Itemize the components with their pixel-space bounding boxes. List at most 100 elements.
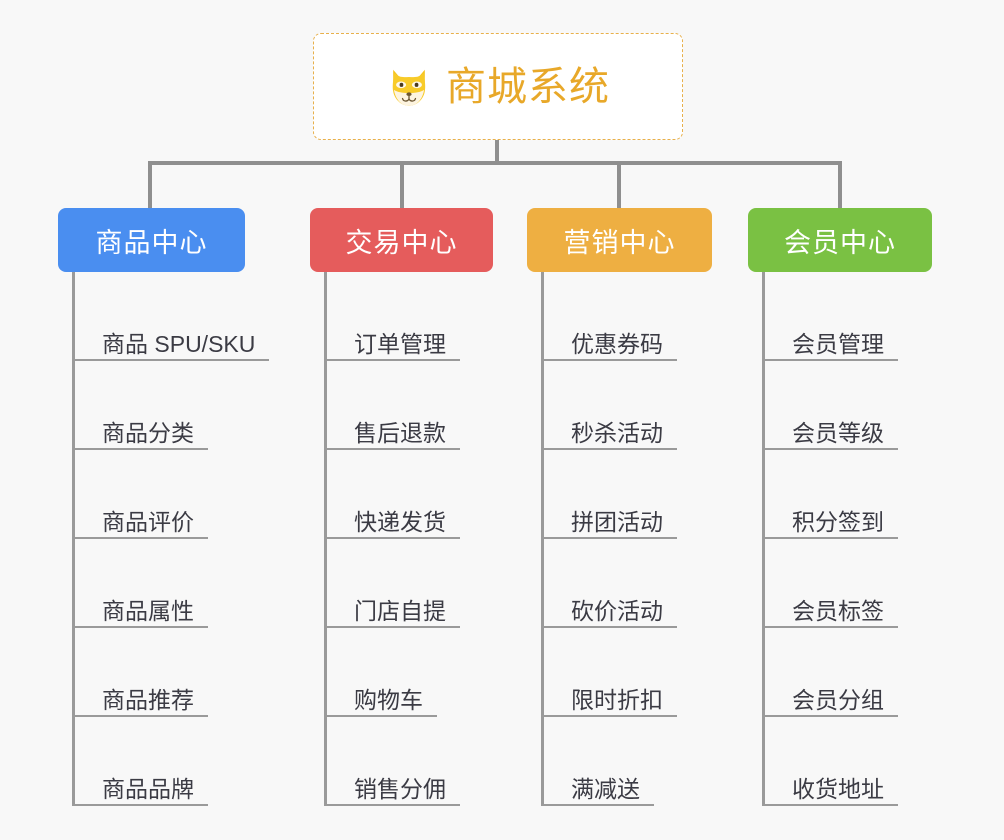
leaf-item[interactable]: 商品评价: [58, 450, 245, 539]
connector-stem: [495, 140, 499, 165]
leaf-item-label: 购物车: [354, 687, 423, 713]
leaf-item[interactable]: 销售分佣: [310, 717, 493, 806]
leaf-underline: [324, 626, 460, 628]
category-column: 商品中心商品 SPU/SKU 商品分类商品评价商品属性商品推荐商品品牌: [58, 208, 269, 806]
leaf-item[interactable]: 门店自提: [310, 539, 493, 628]
root-title: 商城系统: [446, 64, 610, 109]
connector-drop-3: [617, 161, 621, 208]
connector-drop-1: [148, 161, 152, 208]
leaf-underline: [72, 626, 208, 628]
leaf-item-label: 快递发货: [354, 509, 446, 535]
leaf-item[interactable]: 会员管理: [748, 272, 932, 361]
leaf-item[interactable]: 拼团活动: [527, 450, 712, 539]
leaf-underline: [72, 537, 208, 539]
leaf-list: 商品 SPU/SKU 商品分类商品评价商品属性商品推荐商品品牌: [58, 272, 269, 806]
category-header-label: 交易中心: [345, 227, 458, 258]
leaf-item[interactable]: 商品品牌: [58, 717, 245, 806]
leaf-item-label: 商品分类: [102, 420, 194, 446]
leaf-item[interactable]: 会员分组: [748, 628, 932, 717]
leaf-item-label: 订单管理: [354, 331, 446, 357]
leaf-item-label: 满减送: [571, 776, 640, 802]
leaf-underline: [762, 626, 898, 628]
leaf-item-label: 砍价活动: [571, 598, 663, 624]
leaf-item-label: 商品评价: [102, 509, 194, 535]
leaf-item-label: 优惠券码: [571, 331, 663, 357]
leaf-item[interactable]: 购物车: [310, 628, 493, 717]
leaf-underline: [72, 359, 269, 361]
leaf-item[interactable]: 收货地址: [748, 717, 932, 806]
shiba-dog-icon: [392, 69, 426, 106]
leaf-rail: [324, 272, 327, 806]
leaf-item[interactable]: 商品 SPU/SKU: [58, 272, 269, 361]
leaf-item-label: 积分签到: [792, 509, 884, 535]
connector-drop-2: [400, 161, 404, 208]
leaf-item-label: 会员分组: [792, 687, 884, 713]
leaf-item[interactable]: 商品分类: [58, 361, 245, 450]
leaf-item-label: 商品品牌: [102, 776, 194, 802]
leaf-list: 订单管理售后退款快递发货门店自提购物车销售分佣: [310, 272, 493, 806]
leaf-underline: [324, 715, 437, 717]
leaf-underline: [324, 448, 460, 450]
leaf-list: 会员管理会员等级积分签到会员标签会员分组收货地址: [748, 272, 932, 806]
leaf-underline: [541, 448, 677, 450]
category-header-3[interactable]: 营销中心: [527, 208, 712, 272]
leaf-underline: [72, 715, 208, 717]
category-column: 会员中心会员管理会员等级积分签到会员标签会员分组收货地址: [748, 208, 932, 806]
leaf-underline: [762, 804, 898, 806]
leaf-underline: [541, 626, 677, 628]
leaf-item[interactable]: 限时折扣: [527, 628, 712, 717]
leaf-item[interactable]: 售后退款: [310, 361, 493, 450]
leaf-item-label: 会员管理: [792, 331, 884, 357]
leaf-item-label: 会员等级: [792, 420, 884, 446]
category-header-label: 商品中心: [95, 227, 208, 258]
leaf-item[interactable]: 订单管理: [310, 272, 493, 361]
leaf-item[interactable]: 砍价活动: [527, 539, 712, 628]
leaf-underline: [762, 359, 898, 361]
leaf-item-label: 商品属性: [102, 598, 194, 624]
leaf-item-label: 会员标签: [792, 598, 884, 624]
category-column: 交易中心订单管理售后退款快递发货门店自提购物车销售分佣: [310, 208, 493, 806]
leaf-item[interactable]: 满减送: [527, 717, 712, 806]
leaf-item-label: 门店自提: [354, 598, 446, 624]
leaf-item[interactable]: 优惠券码: [527, 272, 712, 361]
category-header-2[interactable]: 交易中心: [310, 208, 493, 272]
leaf-item[interactable]: 秒杀活动: [527, 361, 712, 450]
connector-drop-4: [838, 161, 842, 208]
root-node[interactable]: 商城系统: [313, 33, 683, 140]
leaf-item-label: 限时折扣: [571, 687, 663, 713]
category-header-label: 会员中心: [784, 227, 896, 258]
leaf-list: 优惠券码秒杀活动拼团活动砍价活动限时折扣满减送: [527, 272, 712, 806]
leaf-underline: [324, 359, 460, 361]
leaf-item[interactable]: 会员标签: [748, 539, 932, 628]
leaf-rail: [72, 272, 75, 806]
category-header-1[interactable]: 商品中心: [58, 208, 245, 272]
leaf-underline: [541, 537, 677, 539]
leaf-underline: [72, 448, 208, 450]
leaf-item-label: 秒杀活动: [571, 420, 663, 446]
leaf-underline: [324, 537, 460, 539]
leaf-underline: [762, 537, 898, 539]
leaf-item[interactable]: 会员等级: [748, 361, 932, 450]
leaf-rail: [762, 272, 765, 806]
leaf-underline: [72, 804, 208, 806]
category-column: 营销中心优惠券码秒杀活动拼团活动砍价活动限时折扣满减送: [527, 208, 712, 806]
leaf-underline: [762, 448, 898, 450]
leaf-item[interactable]: 商品属性: [58, 539, 245, 628]
leaf-item[interactable]: 积分签到: [748, 450, 932, 539]
leaf-item-label: 商品推荐: [102, 687, 194, 713]
leaf-underline: [324, 804, 460, 806]
leaf-item-label: 拼团活动: [571, 509, 663, 535]
leaf-underline: [541, 804, 654, 806]
leaf-item-label: 商品 SPU/SKU: [102, 331, 256, 357]
leaf-rail: [541, 272, 544, 806]
category-header-4[interactable]: 会员中心: [748, 208, 932, 272]
leaf-underline: [541, 359, 677, 361]
leaf-item-label: 售后退款: [354, 420, 446, 446]
leaf-item[interactable]: 商品推荐: [58, 628, 245, 717]
category-header-label: 营销中心: [563, 227, 676, 258]
connector-bar: [148, 161, 842, 165]
leaf-item[interactable]: 快递发货: [310, 450, 493, 539]
leaf-underline: [762, 715, 898, 717]
leaf-item-label: 收货地址: [792, 776, 884, 802]
